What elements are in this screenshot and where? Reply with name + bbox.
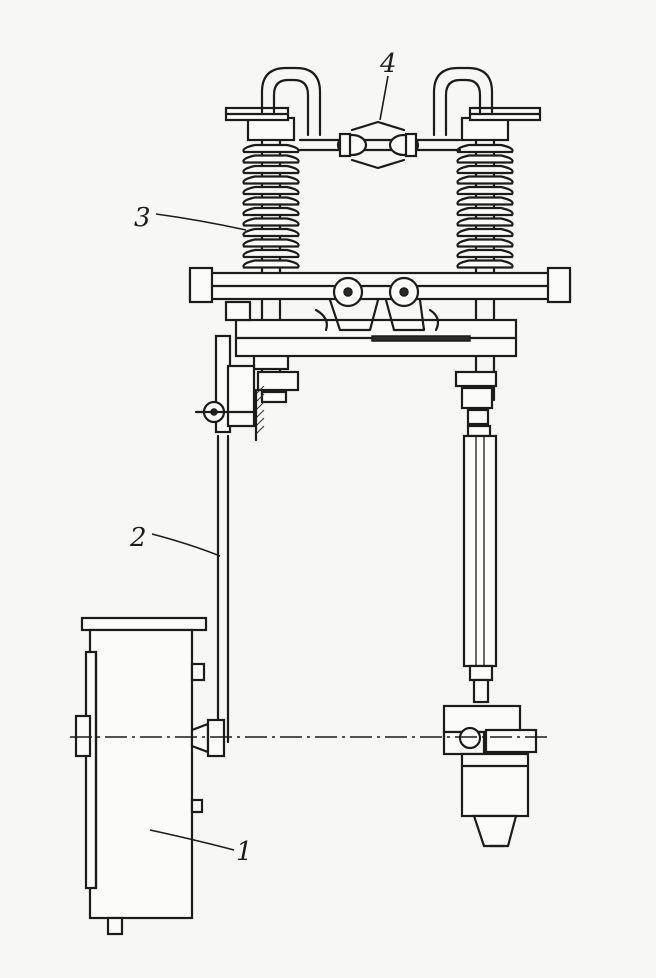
callout-2: 2 <box>129 523 221 557</box>
insulator-shed <box>456 185 514 196</box>
insulator-shed <box>242 175 300 185</box>
insulator-shed <box>456 227 514 238</box>
insulator-shed <box>242 164 300 175</box>
insulator-shed <box>242 259 300 269</box>
insulator-shed <box>456 238 514 248</box>
insulator-shed <box>456 175 514 185</box>
insulator-shed <box>456 259 514 269</box>
insulator-shed <box>456 196 514 206</box>
callout-label-1: 1 <box>236 837 253 867</box>
insulator-shed <box>456 143 514 154</box>
drive-cabinet <box>74 616 226 936</box>
right-insulator-column <box>432 66 542 426</box>
insulator-shed <box>456 164 514 175</box>
insulator-shed <box>242 206 300 217</box>
wall-hatch-line <box>255 385 265 395</box>
insulator-shed <box>242 217 300 227</box>
wall-hatch-line <box>255 401 265 411</box>
callout-label-3: 3 <box>134 203 151 233</box>
insulator-shed <box>242 185 300 196</box>
insulator-shed <box>242 196 300 206</box>
wall-hatch-line <box>255 409 265 419</box>
wall-hatch-line <box>255 417 265 427</box>
lever-bearing <box>194 334 265 442</box>
contact-blade-coupling <box>298 120 462 170</box>
insulator-shed <box>456 217 514 227</box>
callout-4: 4 <box>379 49 397 121</box>
insulator-shed <box>456 206 514 217</box>
drive-rod <box>216 434 230 744</box>
right-operating-rod <box>462 424 498 704</box>
callout-1: 1 <box>149 829 253 867</box>
base-frame <box>188 266 572 358</box>
insulator-shed <box>456 248 514 259</box>
insulator-shed <box>242 248 300 259</box>
left-insulator-column <box>224 66 322 404</box>
callout-3: 3 <box>134 203 247 233</box>
bottom-right-gearbox <box>442 704 538 848</box>
insulator-shed <box>242 143 300 154</box>
insulator-shed <box>242 238 300 248</box>
wall-hatch-line <box>255 425 265 435</box>
callout-label-4: 4 <box>379 49 397 79</box>
insulator-shed <box>242 154 300 164</box>
wall-hatch-line <box>255 393 265 403</box>
callout-label-2: 2 <box>129 523 147 553</box>
insulator-shed <box>242 227 300 238</box>
insulator-shed <box>456 154 514 164</box>
